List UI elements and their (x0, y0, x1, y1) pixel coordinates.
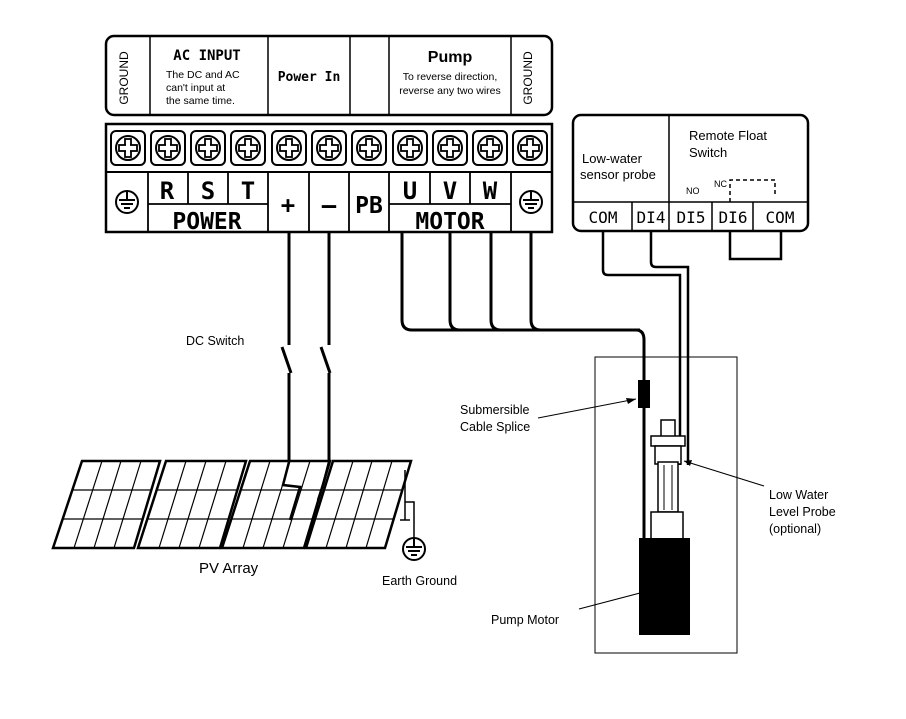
ac-note-line-3: the same time. (166, 95, 235, 107)
pump-note-line-2: reverse any two wires (399, 85, 501, 97)
screw-icon (311, 130, 347, 166)
screw-icon (351, 130, 387, 166)
pump-assembly (638, 380, 690, 635)
power-in-label: Power In (278, 70, 341, 85)
low-water-label-1: Low-water (582, 151, 643, 166)
term-di5: DI5 (677, 208, 706, 227)
probe-label-1: Low Water (769, 488, 828, 502)
terminal-plus: + (281, 191, 295, 219)
motor-wiring (400, 232, 646, 538)
terminal-t: T (241, 177, 255, 205)
callout-lines (537, 398, 765, 610)
pv-array-icon (51, 459, 415, 550)
ground-right-label: GROUND (521, 51, 535, 105)
terminal-v: V (443, 177, 457, 205)
motor-group-label: MOTOR (415, 209, 484, 235)
dc-wiring (280, 232, 332, 462)
header-label-box: GROUND AC INPUT The DC and AC can't inpu… (104, 34, 554, 117)
ground-right-icon (519, 190, 543, 214)
remote-float-label-2: Switch (689, 145, 727, 160)
terminal-r: R (160, 177, 175, 205)
terminal-u: U (403, 177, 417, 205)
term-di6: DI6 (719, 208, 748, 227)
term-com-2: COM (766, 208, 795, 227)
ac-input-title: AC INPUT (173, 48, 240, 64)
float-jumper-wire (728, 231, 783, 261)
ac-note-line-2: can't input at (166, 82, 225, 94)
splice-label-2: Cable Splice (460, 420, 530, 434)
pv-array-label: PV Array (199, 560, 259, 577)
nc-dashed-link (729, 179, 776, 202)
terminal-minus: – (322, 191, 337, 219)
terminal-w: W (483, 177, 498, 205)
pump-motor-label: Pump Motor (491, 613, 559, 627)
ac-note-line-1: The DC and AC (166, 69, 240, 81)
pump-note-line-1: To reverse direction, (403, 71, 498, 83)
earth-ground-icon (402, 537, 426, 561)
remote-float-box: Low-water sensor probe Remote Float Swit… (571, 113, 810, 261)
screw-icon (392, 130, 428, 166)
cable-splice-icon (638, 380, 650, 408)
arrow-icon (626, 398, 636, 404)
screw-icon (432, 130, 468, 166)
probe-label-3: (optional) (769, 522, 821, 536)
screw-icon (190, 130, 226, 166)
ground-left-label: GROUND (117, 51, 131, 105)
screw-icon (512, 130, 548, 166)
dc-switch-label: DC Switch (186, 334, 244, 348)
screw-icon (110, 130, 146, 166)
term-di4: DI4 (637, 208, 666, 227)
earth-ground-label: Earth Ground (382, 574, 457, 588)
screw-icon (472, 130, 508, 166)
terminal-block: R S T POWER + – PB U V W MOTOR (104, 122, 554, 235)
no-label: NO (686, 186, 700, 196)
term-com-1: COM (589, 208, 618, 227)
pump-title: Pump (428, 49, 473, 66)
ground-left-icon (115, 190, 139, 214)
screw-icon (150, 130, 186, 166)
arrow-icon (684, 460, 692, 466)
terminal-screws (110, 130, 548, 166)
pump-motor-icon (639, 538, 690, 635)
terminal-pb: PB (355, 193, 383, 219)
splice-label-1: Submersible (460, 403, 530, 417)
nc-label: NC (714, 179, 727, 189)
well-casing (594, 356, 738, 654)
low-water-label-2: sensor probe (580, 167, 656, 182)
power-group-label: POWER (172, 209, 241, 235)
screw-icon (271, 130, 307, 166)
remote-float-label-1: Remote Float (689, 128, 767, 143)
terminal-s: S (201, 177, 215, 205)
probe-label-2: Level Probe (769, 505, 836, 519)
probe-wiring (601, 231, 690, 465)
screw-icon (230, 130, 266, 166)
